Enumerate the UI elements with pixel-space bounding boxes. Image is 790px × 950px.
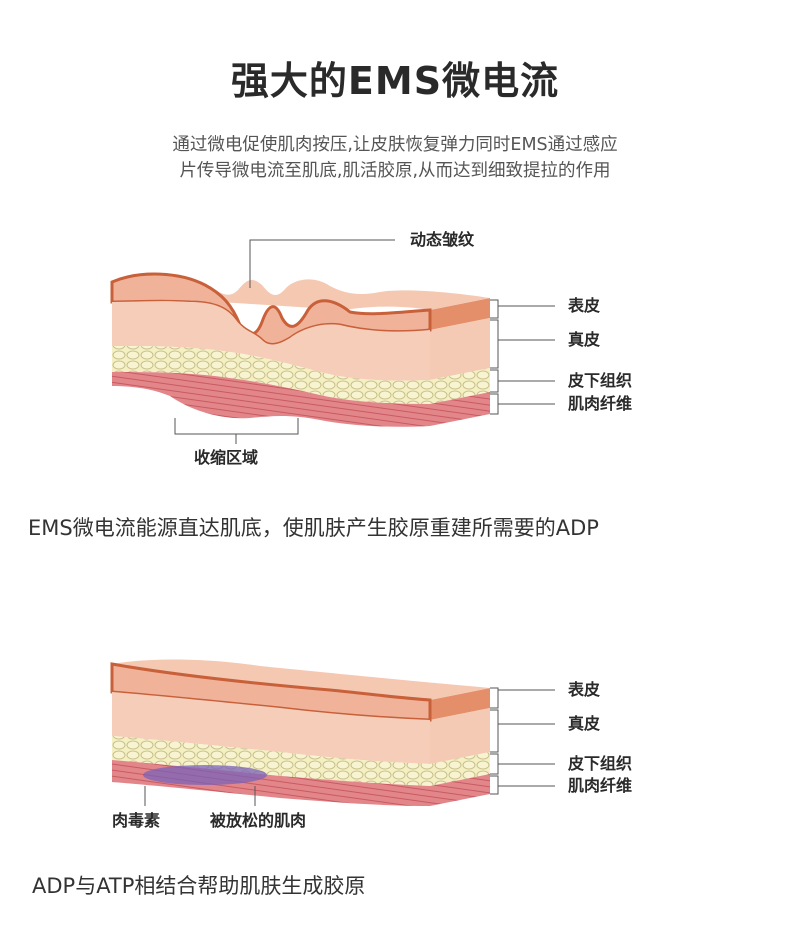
label-botox: 肉毒素 [112,811,160,830]
dermis-layer-2 [112,692,430,764]
contraction-bracket [174,418,299,444]
label-muscle-fiber-2: 肌肉纤维 [568,776,632,795]
fat-layer-2 [112,736,430,786]
block-side-face [430,298,490,426]
skin-diagram-relaxed: 表皮 真皮 皮下组织 肌肉纤维 肉毒素 被放松的肌肉 [110,659,632,830]
muscle-layer-contracted [112,372,430,427]
label-subcutaneous-2: 皮下组织 [567,754,632,773]
skin-surface-smooth [112,659,490,700]
fat-layer [112,346,430,404]
diagram1-caption: EMS微电流能源直达肌底，使肌肤产生胶原重建所需要的ADP [28,516,599,540]
diagram2-caption: ADP与ATP相结合帮助肌肤生成胶原 [32,874,366,898]
wrinkle-pointer-line [249,239,395,288]
intro-line-1: 通过微电促使肌肉按压,让皮肤恢复弹力同时EMS通过感应 [172,135,618,155]
label-subcutaneous: 皮下组织 [567,371,632,390]
skin-diagram-wrinkle: 动态皱纹 表皮 真皮 皮下组织 肌肉纤维 收缩区域 [110,230,632,467]
intro-text: 通过微电促使肌肉按压,让皮肤恢复弹力同时EMS通过感应 片传导微电流至肌底,肌活… [95,132,695,184]
label-muscle-fiber: 肌肉纤维 [568,394,632,413]
label-dermis: 真皮 [568,330,600,349]
label-epidermis: 表皮 [567,296,600,315]
layer-brackets-2 [144,687,555,806]
botox-area [143,765,267,785]
intro-line-2: 片传导微电流至肌底,肌活胶原,从而达到细致提拉的作用 [179,161,611,181]
block-side-face-2 [430,688,490,806]
label-dynamic-wrinkle: 动态皱纹 [410,230,475,249]
label-epidermis-2: 表皮 [567,680,600,699]
label-relaxed-muscle: 被放松的肌肉 [210,811,306,830]
label-contraction-zone: 收缩区域 [194,448,258,467]
page-title: 强大的EMS微电流 [230,59,560,103]
label-dermis-2: 真皮 [568,714,600,733]
layer-brackets [490,299,555,415]
dermis-layer [112,301,430,381]
